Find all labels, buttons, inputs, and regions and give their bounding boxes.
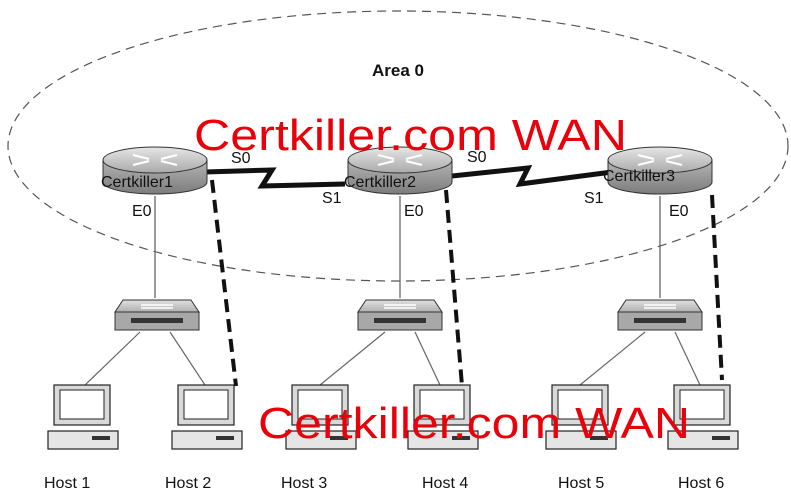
host-4-label: Host 4 <box>422 475 468 492</box>
host-6-label: Host 6 <box>678 475 724 492</box>
area-label: Area 0 <box>372 61 424 80</box>
router-certkiller1 <box>102 146 208 195</box>
host-2-pc-icon <box>171 384 243 450</box>
watermark-top: Certkiller.com WAN <box>194 111 627 160</box>
host-5-label: Host 5 <box>558 475 604 492</box>
host-3-label: Host 3 <box>281 475 327 492</box>
host-5-pc-icon <box>545 384 617 450</box>
router-1-name: Certkiller1 <box>101 174 173 191</box>
switch-2 <box>357 299 443 331</box>
router-arrows-icon <box>132 154 178 166</box>
router-3-s1-label: S1 <box>584 190 604 207</box>
router-2-name: Certkiller2 <box>344 174 416 191</box>
serial-link-1-2 <box>204 167 346 189</box>
switch-ports <box>374 318 426 323</box>
switch-host-links <box>84 331 701 386</box>
switch-1 <box>114 299 200 331</box>
router-arrows-icon <box>637 154 683 166</box>
router-2-s1-label: S1 <box>322 190 342 207</box>
switch-arrows-icon <box>141 304 173 309</box>
router-certkiller2 <box>347 146 453 195</box>
host-3-pc-icon <box>285 384 357 450</box>
console-lines <box>210 179 724 387</box>
switch-arrows-icon <box>644 304 676 309</box>
area-boundary <box>7 10 789 282</box>
router-3-e0-label: E0 <box>669 203 689 220</box>
router-3-name: Certkiller3 <box>603 168 675 185</box>
watermark-bottom: Certkiller.com WAN <box>258 399 690 448</box>
switch-3 <box>617 299 703 331</box>
router-1-s0-label: S0 <box>231 150 251 167</box>
serial-link-2-3 <box>451 165 613 188</box>
switch-ports <box>131 318 183 323</box>
router-arrows-icon <box>377 154 423 166</box>
router-certkiller3 <box>607 146 713 195</box>
host-6-pc-icon <box>667 384 739 450</box>
host-4-pc-icon <box>407 384 479 450</box>
router-2-e0-label: E0 <box>404 203 424 220</box>
host-1-label: Host 1 <box>44 475 90 492</box>
switch-arrows-icon <box>384 304 416 309</box>
switch-ports <box>634 318 686 323</box>
router-2-s0-label: S0 <box>467 149 487 166</box>
host-2-label: Host 2 <box>165 475 211 492</box>
host-1-pc-icon <box>47 384 119 450</box>
router-1-e0-label: E0 <box>132 203 152 220</box>
